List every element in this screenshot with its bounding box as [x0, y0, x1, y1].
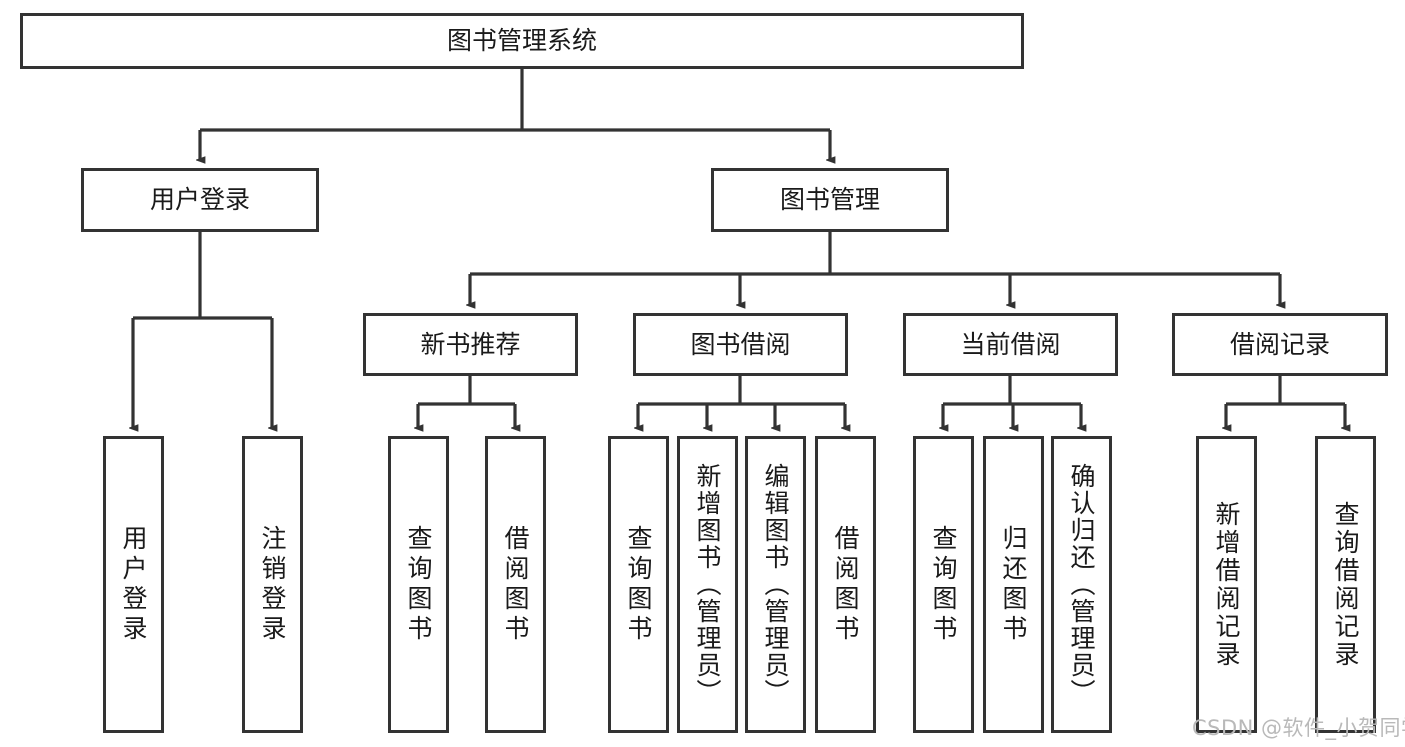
- node-leaf-user-login-label: 用户登录: [119, 524, 148, 645]
- node-leaf-query-borrow-record[interactable]: 查询借阅记录: [1315, 436, 1376, 733]
- node-borrow-record-label: 借阅记录: [1229, 329, 1330, 359]
- node-leaf-borrow-book-1[interactable]: 借阅图书: [485, 436, 546, 733]
- node-root-label: 图书管理系统: [446, 26, 597, 55]
- node-leaf-add-book-admin-label: 新增图书（管理员）: [693, 463, 722, 706]
- node-book-management-label: 图书管理: [779, 185, 880, 214]
- node-leaf-borrow-book-1-label: 借阅图书: [501, 524, 530, 645]
- csdn-watermark: CSDN @软件_小贺同学: [1192, 716, 1405, 740]
- node-leaf-logout-login-label: 注销登录: [258, 524, 287, 645]
- node-leaf-return-book-label: 归还图书: [999, 524, 1028, 645]
- node-leaf-query-book-2-label: 查询图书: [624, 524, 653, 645]
- node-root[interactable]: 图书管理系统: [20, 13, 1024, 69]
- node-leaf-borrow-book-2-label: 借阅图书: [831, 524, 860, 645]
- node-current-borrow[interactable]: 当前借阅: [903, 313, 1118, 376]
- node-user-login-label: 用户登录: [149, 185, 250, 214]
- node-leaf-query-borrow-record-label: 查询借阅记录: [1331, 500, 1360, 669]
- node-current-borrow-label: 当前借阅: [960, 329, 1061, 359]
- node-leaf-confirm-return-admin[interactable]: 确认归还（管理员）: [1051, 436, 1112, 733]
- node-leaf-return-book[interactable]: 归还图书: [983, 436, 1044, 733]
- node-book-borrow[interactable]: 图书借阅: [633, 313, 848, 376]
- node-new-book-recommend[interactable]: 新书推荐: [363, 313, 578, 376]
- node-borrow-record[interactable]: 借阅记录: [1172, 313, 1388, 376]
- node-leaf-edit-book-admin[interactable]: 编辑图书（管理员）: [745, 436, 806, 733]
- node-user-login[interactable]: 用户登录: [81, 168, 319, 232]
- node-leaf-query-book-1-label: 查询图书: [404, 524, 433, 645]
- node-new-book-recommend-label: 新书推荐: [420, 329, 521, 359]
- node-leaf-confirm-return-admin-label: 确认归还（管理员）: [1067, 463, 1096, 706]
- node-leaf-query-book-2[interactable]: 查询图书: [608, 436, 669, 733]
- node-leaf-edit-book-admin-label: 编辑图书（管理员）: [761, 463, 790, 706]
- node-leaf-add-book-admin[interactable]: 新增图书（管理员）: [677, 436, 738, 733]
- node-leaf-user-login[interactable]: 用户登录: [103, 436, 164, 733]
- node-leaf-query-book-1[interactable]: 查询图书: [388, 436, 449, 733]
- node-book-management[interactable]: 图书管理: [711, 168, 949, 232]
- node-leaf-add-borrow-record[interactable]: 新增借阅记录: [1196, 436, 1257, 733]
- node-leaf-logout-login[interactable]: 注销登录: [242, 436, 303, 733]
- node-leaf-add-borrow-record-label: 新增借阅记录: [1212, 500, 1241, 669]
- node-leaf-query-book-3-label: 查询图书: [929, 524, 958, 645]
- node-leaf-query-book-3[interactable]: 查询图书: [913, 436, 974, 733]
- node-leaf-borrow-book-2[interactable]: 借阅图书: [815, 436, 876, 733]
- node-book-borrow-label: 图书借阅: [690, 329, 791, 359]
